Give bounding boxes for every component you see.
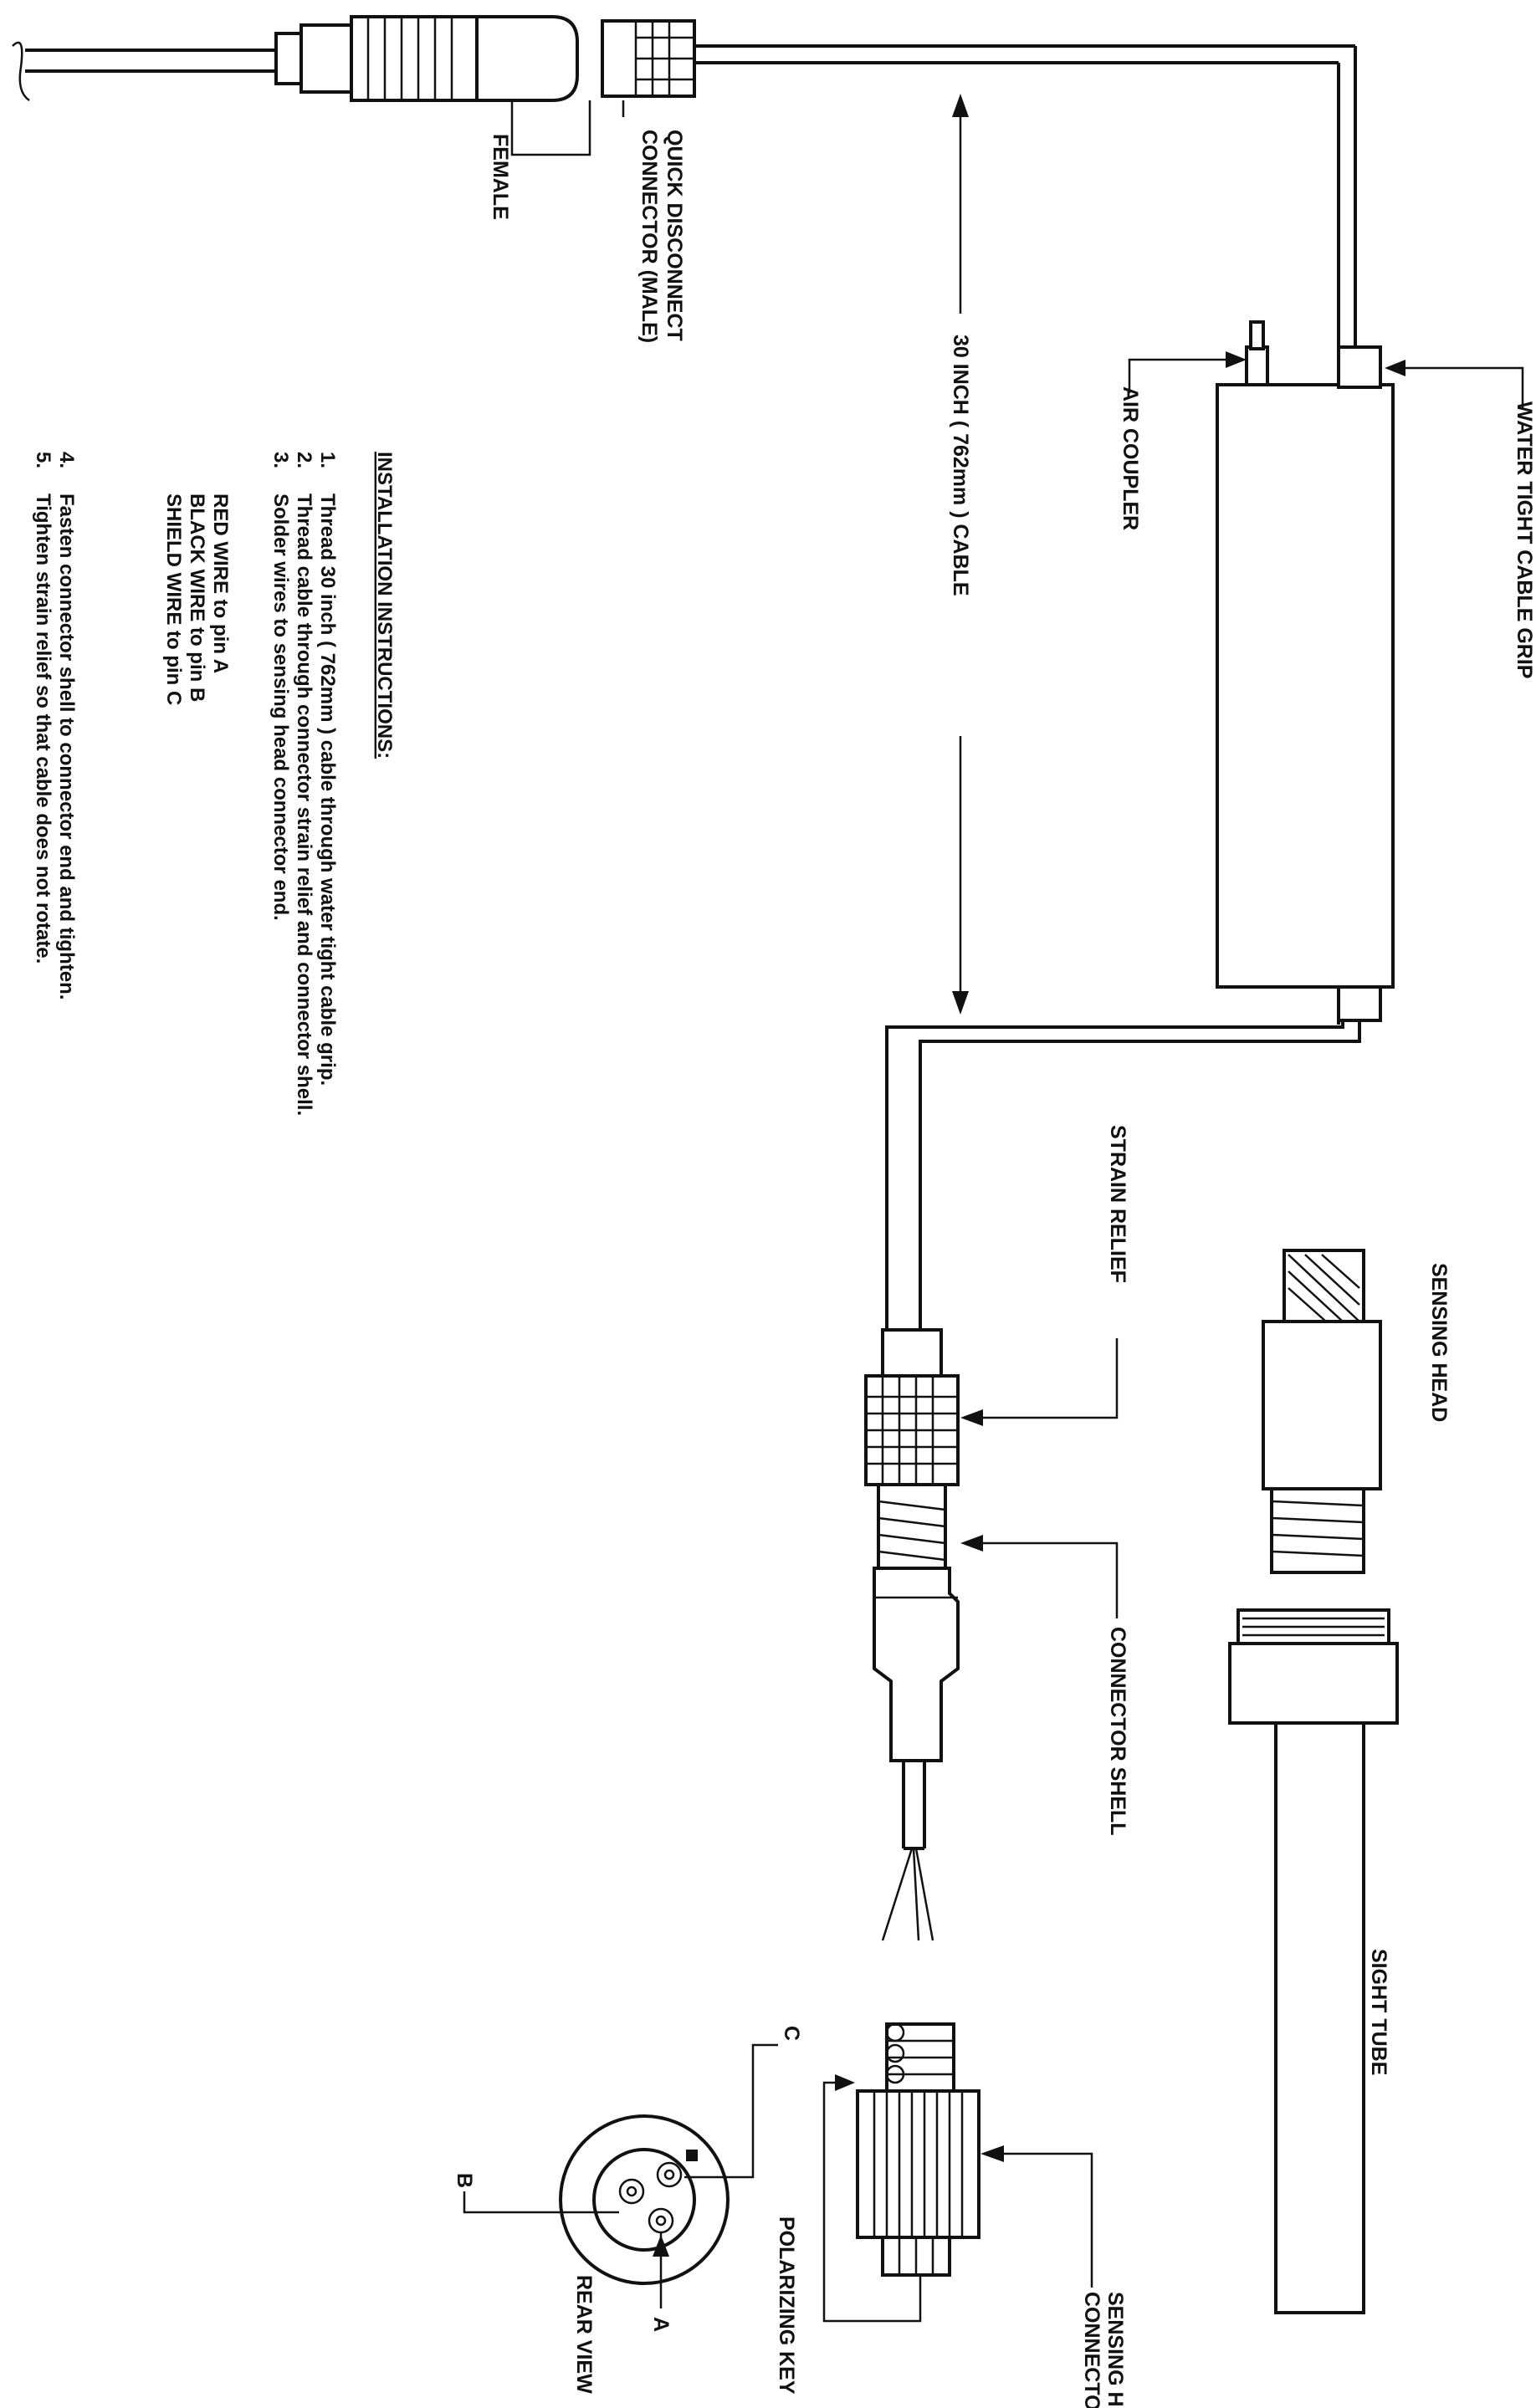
label-quick-disconnect-1: QUICK DISCONNECT bbox=[663, 130, 686, 341]
label-pin-a: A bbox=[649, 2317, 673, 2332]
label-quick-disconnect-2: CONNECTOR (MALE) bbox=[637, 130, 661, 343]
label-connector-end-1: SENSING HEAD bbox=[1103, 2292, 1127, 2408]
wiring-shield: SHIELD WIRE to pin C bbox=[162, 493, 185, 705]
label-sensing-head: SENSING HEAD bbox=[1427, 1263, 1451, 1422]
installation-instructions: INSTALLATION INSTRUCTIONS: 1. Thread 30 … bbox=[32, 452, 396, 1116]
polarizing-key-leader bbox=[822, 2074, 922, 2323]
far-cable-end bbox=[12, 41, 276, 102]
strain-relief-leader bbox=[960, 1338, 1119, 1426]
female-connector bbox=[274, 15, 579, 102]
quick-disconnect-male bbox=[601, 19, 696, 98]
pin-c-leader bbox=[684, 2043, 778, 2179]
step-4-text: Fasten connector shell to connector end … bbox=[55, 493, 78, 999]
cable-top bbox=[694, 44, 1357, 355]
wiring-black: BLACK WIRE to pin B bbox=[186, 493, 208, 702]
label-cable-length: 30 INCH ( 762mm ) CABLE bbox=[949, 335, 972, 596]
female-leader bbox=[510, 100, 625, 156]
strain-relief-assembly bbox=[864, 1328, 960, 1941]
label-pin-b: B bbox=[453, 2173, 476, 2188]
label-water-tight-cable-grip: WATER TIGHT CABLE GRIP bbox=[1513, 401, 1536, 678]
step-4-num: 4. bbox=[55, 452, 78, 468]
sensing-head bbox=[1262, 1249, 1382, 1574]
label-female: FEMALE bbox=[489, 134, 512, 220]
label-connector-shell: CONNECTOR SHELL bbox=[1106, 1627, 1129, 1836]
cable-grip-leader bbox=[1385, 360, 1524, 410]
cable-lower bbox=[885, 1020, 1361, 1330]
sight-tube bbox=[1228, 1608, 1399, 2314]
label-connector-end-2: CONNECTOR END bbox=[1080, 2292, 1103, 2408]
label-polarizing-key: POLARIZING KEY bbox=[775, 2216, 798, 2395]
rear-view bbox=[559, 2114, 730, 2285]
label-air-coupler: AIR COUPLER bbox=[1119, 386, 1142, 530]
label-rear-view: REAR VIEW bbox=[572, 2275, 596, 2394]
step-5-text: Tighten strain relief so that cable does… bbox=[32, 493, 54, 964]
pin-a-leader bbox=[653, 2233, 669, 2308]
connector-shell-leader bbox=[960, 1535, 1119, 1618]
label-sight-tube: SIGHT TUBE bbox=[1367, 1949, 1390, 2075]
wiring-red: RED WIRE to pin A bbox=[209, 493, 232, 673]
step-3-num: 3. bbox=[269, 452, 292, 468]
cable-dimension-arrow bbox=[952, 94, 969, 1015]
pin-b-leader bbox=[463, 2191, 619, 2214]
label-pin-c: C bbox=[780, 2026, 803, 2041]
step-1-text: Thread 30 inch ( 762mm ) cable through w… bbox=[316, 493, 339, 1086]
sensing-head-connector-end bbox=[856, 2022, 980, 2277]
connector-end-leader bbox=[980, 2145, 1093, 2288]
instructions-heading: INSTALLATION INSTRUCTIONS: bbox=[373, 452, 396, 759]
step-2-text: Thread cable through connector strain re… bbox=[293, 493, 315, 1116]
step-2-num: 2. bbox=[293, 452, 315, 468]
step-3-text: Solder wires to sensing head connector e… bbox=[269, 493, 292, 921]
step-1-num: 1. bbox=[316, 452, 339, 468]
label-strain-relief: STRAIN RELIEF bbox=[1106, 1125, 1129, 1283]
air-coupler-leader bbox=[1128, 351, 1247, 393]
step-5-num: 5. bbox=[32, 452, 54, 468]
cable-grip-body bbox=[1216, 320, 1395, 1022]
